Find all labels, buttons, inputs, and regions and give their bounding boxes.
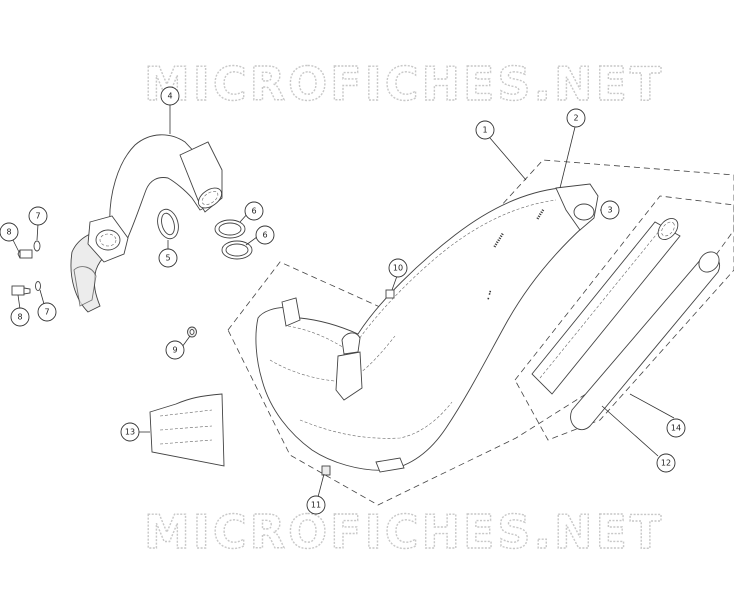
callout-5-label: 5	[165, 254, 170, 263]
callout-13-label: 13	[125, 428, 135, 437]
callout-4-label: 4	[167, 92, 172, 101]
perforated-tube-14	[531, 218, 681, 395]
silencer-body: ▮▮▮▮▮▮▮ ▮▮▮▮▮ ▪ ▪▪	[255, 183, 599, 473]
callout-3-label: 3	[607, 206, 612, 215]
header-pipe	[70, 134, 223, 313]
callout-8-lower-label: 8	[17, 313, 22, 322]
bolt-8-upper	[17, 249, 33, 259]
callout-6-lower: 6	[255, 225, 275, 245]
callout-4: 4	[160, 86, 180, 106]
callout-7-lower: 7	[37, 302, 57, 322]
callout-12: 12	[656, 453, 676, 473]
watermark-top: MICROFICHES.NET	[144, 57, 664, 111]
callout-9-label: 9	[172, 346, 177, 355]
callout-3: 3	[600, 200, 620, 220]
callout-9: 9	[165, 340, 185, 360]
silencer-group-outline	[227, 159, 734, 506]
callout-1-label: 1	[482, 126, 487, 135]
callout-7-lower-label: 7	[44, 308, 49, 317]
gasket-6-lower	[221, 240, 253, 260]
leader-lines	[12, 104, 675, 498]
packing-sheet-13	[149, 393, 225, 467]
callout-2-label: 2	[573, 114, 578, 123]
callout-6-upper: 6	[244, 201, 264, 221]
callout-8-lower: 8	[10, 307, 30, 327]
bolt-8-lower	[11, 285, 31, 296]
callout-1: 1	[475, 120, 495, 140]
nut-9	[187, 326, 197, 338]
svg-text:▮▮▮▮▮: ▮▮▮▮▮	[535, 208, 546, 221]
callout-8-upper: 8	[0, 222, 19, 242]
callout-11: 11	[306, 495, 326, 515]
watermark-bottom: MICROFICHES.NET	[144, 505, 664, 559]
callout-6-lower-label: 6	[262, 231, 267, 240]
gasket-5	[157, 208, 179, 240]
callout-14: 14	[666, 418, 686, 438]
callout-14-label: 14	[671, 424, 681, 433]
svg-text:▪ ▪▪: ▪ ▪▪	[485, 290, 492, 301]
callout-2: 2	[566, 108, 586, 128]
packing-group-outline	[514, 195, 734, 441]
gasket-6-upper	[214, 219, 246, 239]
callout-8-upper-label: 8	[6, 228, 11, 237]
washer-7-lower	[35, 281, 41, 291]
callout-12-label: 12	[661, 459, 671, 468]
packing-tube-12	[570, 251, 720, 431]
callout-10-label: 10	[393, 264, 403, 273]
callout-10: 10	[388, 258, 408, 278]
callout-6-upper-label: 6	[251, 207, 256, 216]
callout-5: 5	[158, 248, 178, 268]
callout-7-upper: 7	[28, 206, 48, 226]
callout-13: 13	[120, 422, 140, 442]
callout-11-label: 11	[311, 501, 321, 510]
callout-7-upper-label: 7	[35, 212, 40, 221]
bolt-10	[385, 289, 395, 299]
washer-7-upper	[33, 240, 41, 252]
clip-11	[321, 465, 331, 476]
